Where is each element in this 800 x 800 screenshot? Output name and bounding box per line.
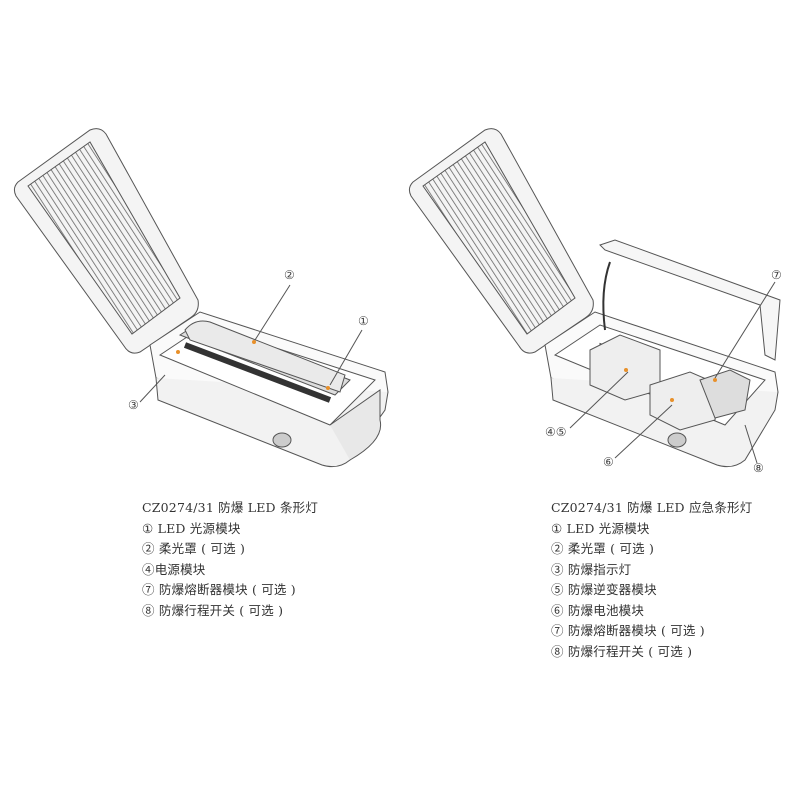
callout-8: ⑧ bbox=[753, 461, 764, 475]
left-diffuser bbox=[184, 320, 346, 393]
right-caption-item: ② 柔光罩 ( 可选 ) bbox=[551, 541, 655, 556]
callout-2: ② bbox=[284, 268, 295, 282]
left-lid-ribs bbox=[27, 141, 181, 335]
left-fixture bbox=[13, 128, 389, 468]
left-caption-title: CZ0274/31 防爆 LED 条形灯 bbox=[142, 500, 319, 515]
right-caption: CZ0274/31 防爆 LED 应急条形灯 ① LED 光源模块 ② 柔光罩 … bbox=[551, 498, 752, 662]
callout-4-5: ④⑤ bbox=[545, 425, 567, 439]
callout-7: ⑦ bbox=[771, 268, 782, 282]
callout-3: ③ bbox=[128, 398, 139, 412]
left-caption-item: ⑧ 防爆行程开关 ( 可选 ) bbox=[142, 602, 284, 618]
right-fixture bbox=[408, 128, 781, 468]
right-fuse-module bbox=[699, 369, 751, 419]
right-caption-item: ③ 防爆指示灯 bbox=[551, 561, 632, 577]
right-caption-item: ⑦ 防爆熔断器模块 ( 可选 ) bbox=[551, 623, 705, 638]
left-caption-item: ② 柔光罩 ( 可选 ) bbox=[142, 541, 246, 556]
right-caption-item: ⑤ 防爆逆变器模块 bbox=[551, 582, 657, 597]
right-caption-item: ⑥ 防爆电池模块 bbox=[551, 602, 645, 618]
left-caption-item: ④电源模块 bbox=[142, 561, 206, 577]
callout-1: ① bbox=[358, 314, 369, 328]
callout-6: ⑥ bbox=[603, 455, 614, 469]
left-caption: CZ0274/31 防爆 LED 条形灯 ① LED 光源模块 ② 柔光罩 ( … bbox=[142, 498, 318, 621]
right-caption-item: ⑧ 防爆行程开关 ( 可选 ) bbox=[551, 643, 693, 659]
right-caption-title: CZ0274/31 防爆 LED 应急条形灯 bbox=[551, 500, 753, 515]
right-gear-tray bbox=[599, 239, 781, 361]
right-lid-ribs bbox=[422, 141, 576, 335]
left-caption-item: ① LED 光源模块 bbox=[142, 520, 241, 536]
right-caption-item: ① LED 光源模块 bbox=[551, 520, 650, 536]
left-caption-item: ⑦ 防爆熔断器模块 ( 可选 ) bbox=[142, 582, 296, 597]
